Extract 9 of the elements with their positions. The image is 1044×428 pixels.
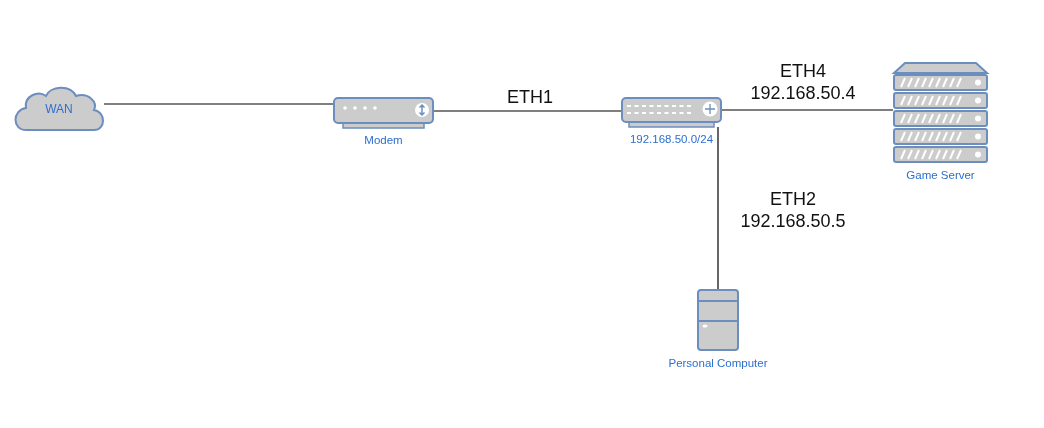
connector-line bbox=[103, 103, 334, 105]
device-label: 192.168.50.0/24 bbox=[629, 133, 714, 145]
connector-line bbox=[721, 109, 894, 111]
cloud-label: WAN bbox=[44, 102, 74, 117]
device-label: Personal Computer bbox=[668, 357, 768, 369]
connector-line bbox=[433, 110, 622, 112]
device-label: Game Server bbox=[906, 169, 975, 181]
device-label: Modem bbox=[364, 134, 403, 146]
connector-line bbox=[717, 126, 719, 290]
